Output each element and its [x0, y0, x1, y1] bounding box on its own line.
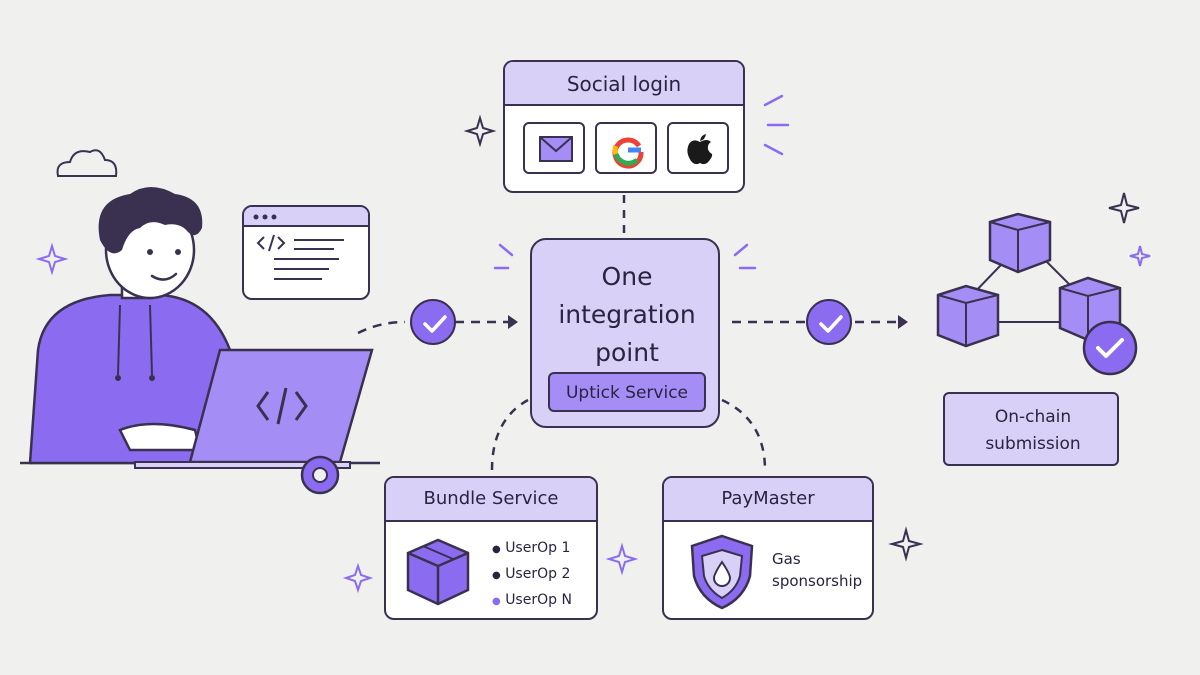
- uptick-service-badge: Uptick Service: [548, 372, 706, 412]
- sparkle-icon: [1129, 245, 1151, 267]
- mail-icon: [539, 136, 573, 162]
- cloud-icon: [56, 149, 118, 177]
- block-icon: [988, 212, 1052, 274]
- list-item: ● UserOp N: [492, 592, 572, 608]
- sparkle-icon: [1108, 192, 1140, 224]
- drop-icon: [712, 560, 732, 587]
- package-icon: [406, 538, 470, 606]
- social-login-panel: Social login: [503, 60, 745, 193]
- arrowhead: [898, 315, 908, 329]
- integration-point-title: One integration point: [558, 262, 696, 367]
- sparkle-icon: [342, 562, 374, 594]
- list-item: ● UserOp 1: [492, 540, 571, 556]
- gas-sponsorship-label: Gas sponsorship: [772, 550, 863, 590]
- mail-login-button[interactable]: [523, 122, 585, 174]
- sparkle-icon: [605, 542, 639, 576]
- block-icon: [936, 284, 1000, 348]
- check-icon: [410, 299, 456, 345]
- bundle-service-panel: Bundle Service ● UserOp 1 ● UserOp 2 ● U…: [384, 476, 598, 620]
- paymaster-panel: PayMaster Gas sponsorship: [662, 476, 874, 620]
- check-icon: [806, 299, 852, 345]
- connector-center-to-paymaster: [721, 398, 767, 471]
- onchain-submission-box: On-chain submission: [943, 392, 1119, 466]
- social-login-title: Social login: [566, 72, 682, 96]
- check-icon: [1082, 320, 1138, 376]
- sparkle-icon: [888, 526, 924, 562]
- apple-icon: [687, 134, 713, 165]
- emphasis-lines: [493, 94, 790, 270]
- arrowhead: [508, 315, 518, 329]
- developer-illustration: [20, 187, 380, 495]
- code-window: [242, 205, 370, 300]
- sparkle-icon: [463, 114, 497, 148]
- integration-point-panel: One integration point Uptick Service: [530, 238, 720, 428]
- userop-list: ● UserOp 1 ● UserOp 2 ● UserOp N: [492, 536, 592, 614]
- google-login-button[interactable]: [595, 122, 657, 174]
- shield-icon: [690, 534, 754, 610]
- list-item: ● UserOp 2: [492, 566, 571, 582]
- connector-developer-to-center: [357, 320, 512, 335]
- connector-center-to-bundle: [490, 398, 529, 471]
- paymaster-title: PayMaster: [721, 488, 815, 509]
- sparkle-icon: [35, 242, 69, 276]
- blockchain-illustration: [936, 212, 1138, 376]
- google-icon: [612, 137, 644, 169]
- apple-login-button[interactable]: [667, 122, 729, 174]
- onchain-submission-label: On-chain submission: [985, 407, 1081, 454]
- bundle-service-title: Bundle Service: [423, 488, 559, 509]
